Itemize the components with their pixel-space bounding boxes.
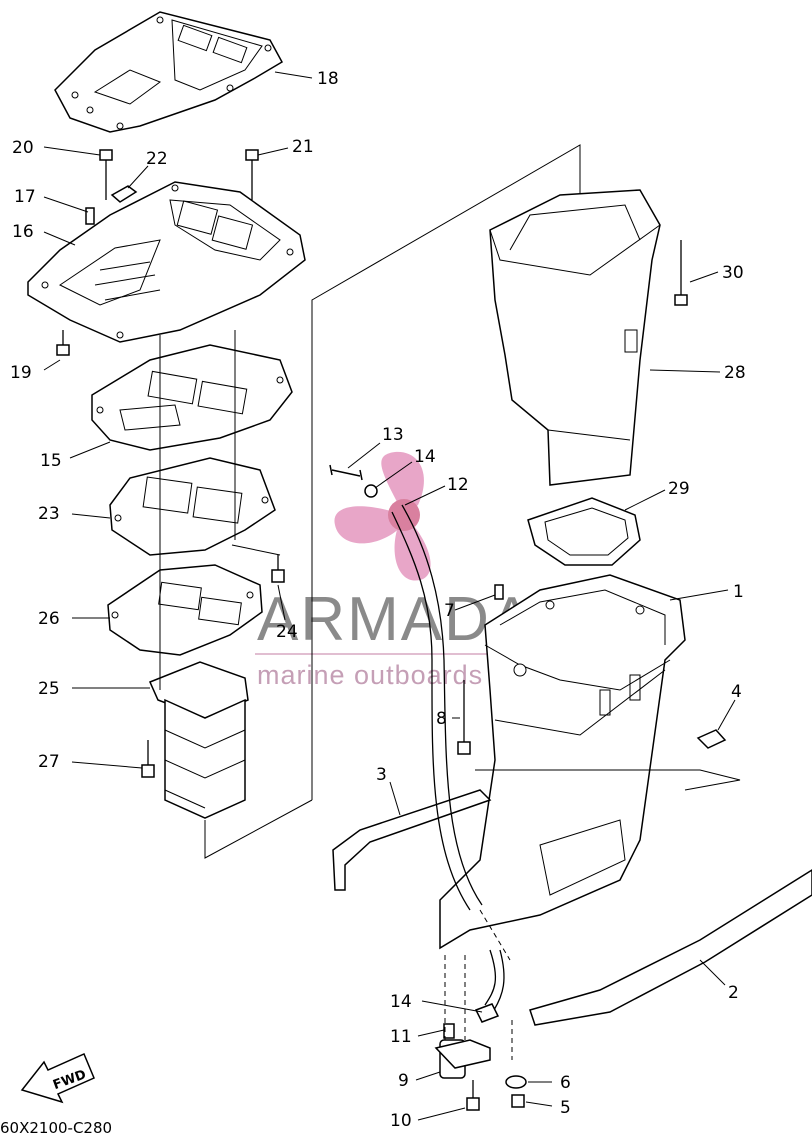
part-12-hose [391, 504, 511, 1011]
callout-17: 17 [14, 187, 36, 207]
callout-3: 3 [376, 765, 387, 785]
part-18-gasket [54, 11, 284, 133]
callout-27: 27 [38, 752, 60, 772]
callout-23: 23 [38, 504, 60, 524]
part-23-plate [109, 457, 276, 556]
diagram-code: 60X2100-C280 [0, 1119, 112, 1135]
callout-8: 8 [436, 709, 447, 729]
part-3-rubber-seal [332, 789, 492, 891]
leader-lines [43, 71, 736, 1121]
part-29-gasket [527, 497, 641, 566]
part-15-gasket [91, 344, 293, 451]
callout-26: 26 [38, 609, 60, 629]
callout-20: 20 [12, 138, 34, 158]
callout-14-upper: 14 [414, 447, 436, 467]
callout-2: 2 [728, 983, 739, 1003]
callout-12: 12 [447, 475, 469, 495]
part-2-rubber-seal [529, 869, 812, 1026]
callout-9: 9 [398, 1071, 409, 1091]
callout-11: 11 [390, 1027, 412, 1047]
callout-5: 5 [560, 1098, 571, 1118]
propeller-logo-icon [334, 451, 431, 581]
callout-18: 18 [317, 69, 339, 89]
part-25-exhaust-guide [148, 661, 249, 819]
watermark-tagline: marine outboards [257, 660, 483, 690]
bolts-left [56, 149, 285, 778]
callout-4: 4 [731, 682, 742, 702]
part-28-oil-pan [489, 189, 661, 486]
callout-16: 16 [12, 222, 34, 242]
bottom-small-parts [434, 955, 527, 1111]
callout-28: 28 [724, 363, 746, 383]
part-16-upper-casing-plate [27, 181, 306, 343]
callout-10: 10 [390, 1111, 412, 1131]
callout-labels: 1 2 3 4 5 6 7 8 9 10 11 12 13 14 14 15 1… [10, 69, 746, 1131]
callout-25: 25 [38, 679, 60, 699]
callout-21: 21 [292, 137, 314, 157]
callout-19: 19 [10, 363, 32, 383]
bolts-right [329, 240, 727, 755]
callout-24: 24 [276, 622, 298, 642]
callout-29: 29 [668, 479, 690, 499]
callout-30: 30 [722, 263, 744, 283]
callout-6: 6 [560, 1073, 571, 1093]
callout-13: 13 [382, 425, 404, 445]
fwd-arrow-icon: FWD [20, 1053, 95, 1104]
part-26-gasket [107, 564, 263, 656]
callout-15: 15 [40, 451, 62, 471]
part-1-upper-casing [439, 574, 741, 950]
callout-1: 1 [733, 582, 744, 602]
callout-14-lower: 14 [390, 992, 412, 1012]
callout-7: 7 [444, 601, 455, 621]
callout-22: 22 [146, 149, 168, 169]
